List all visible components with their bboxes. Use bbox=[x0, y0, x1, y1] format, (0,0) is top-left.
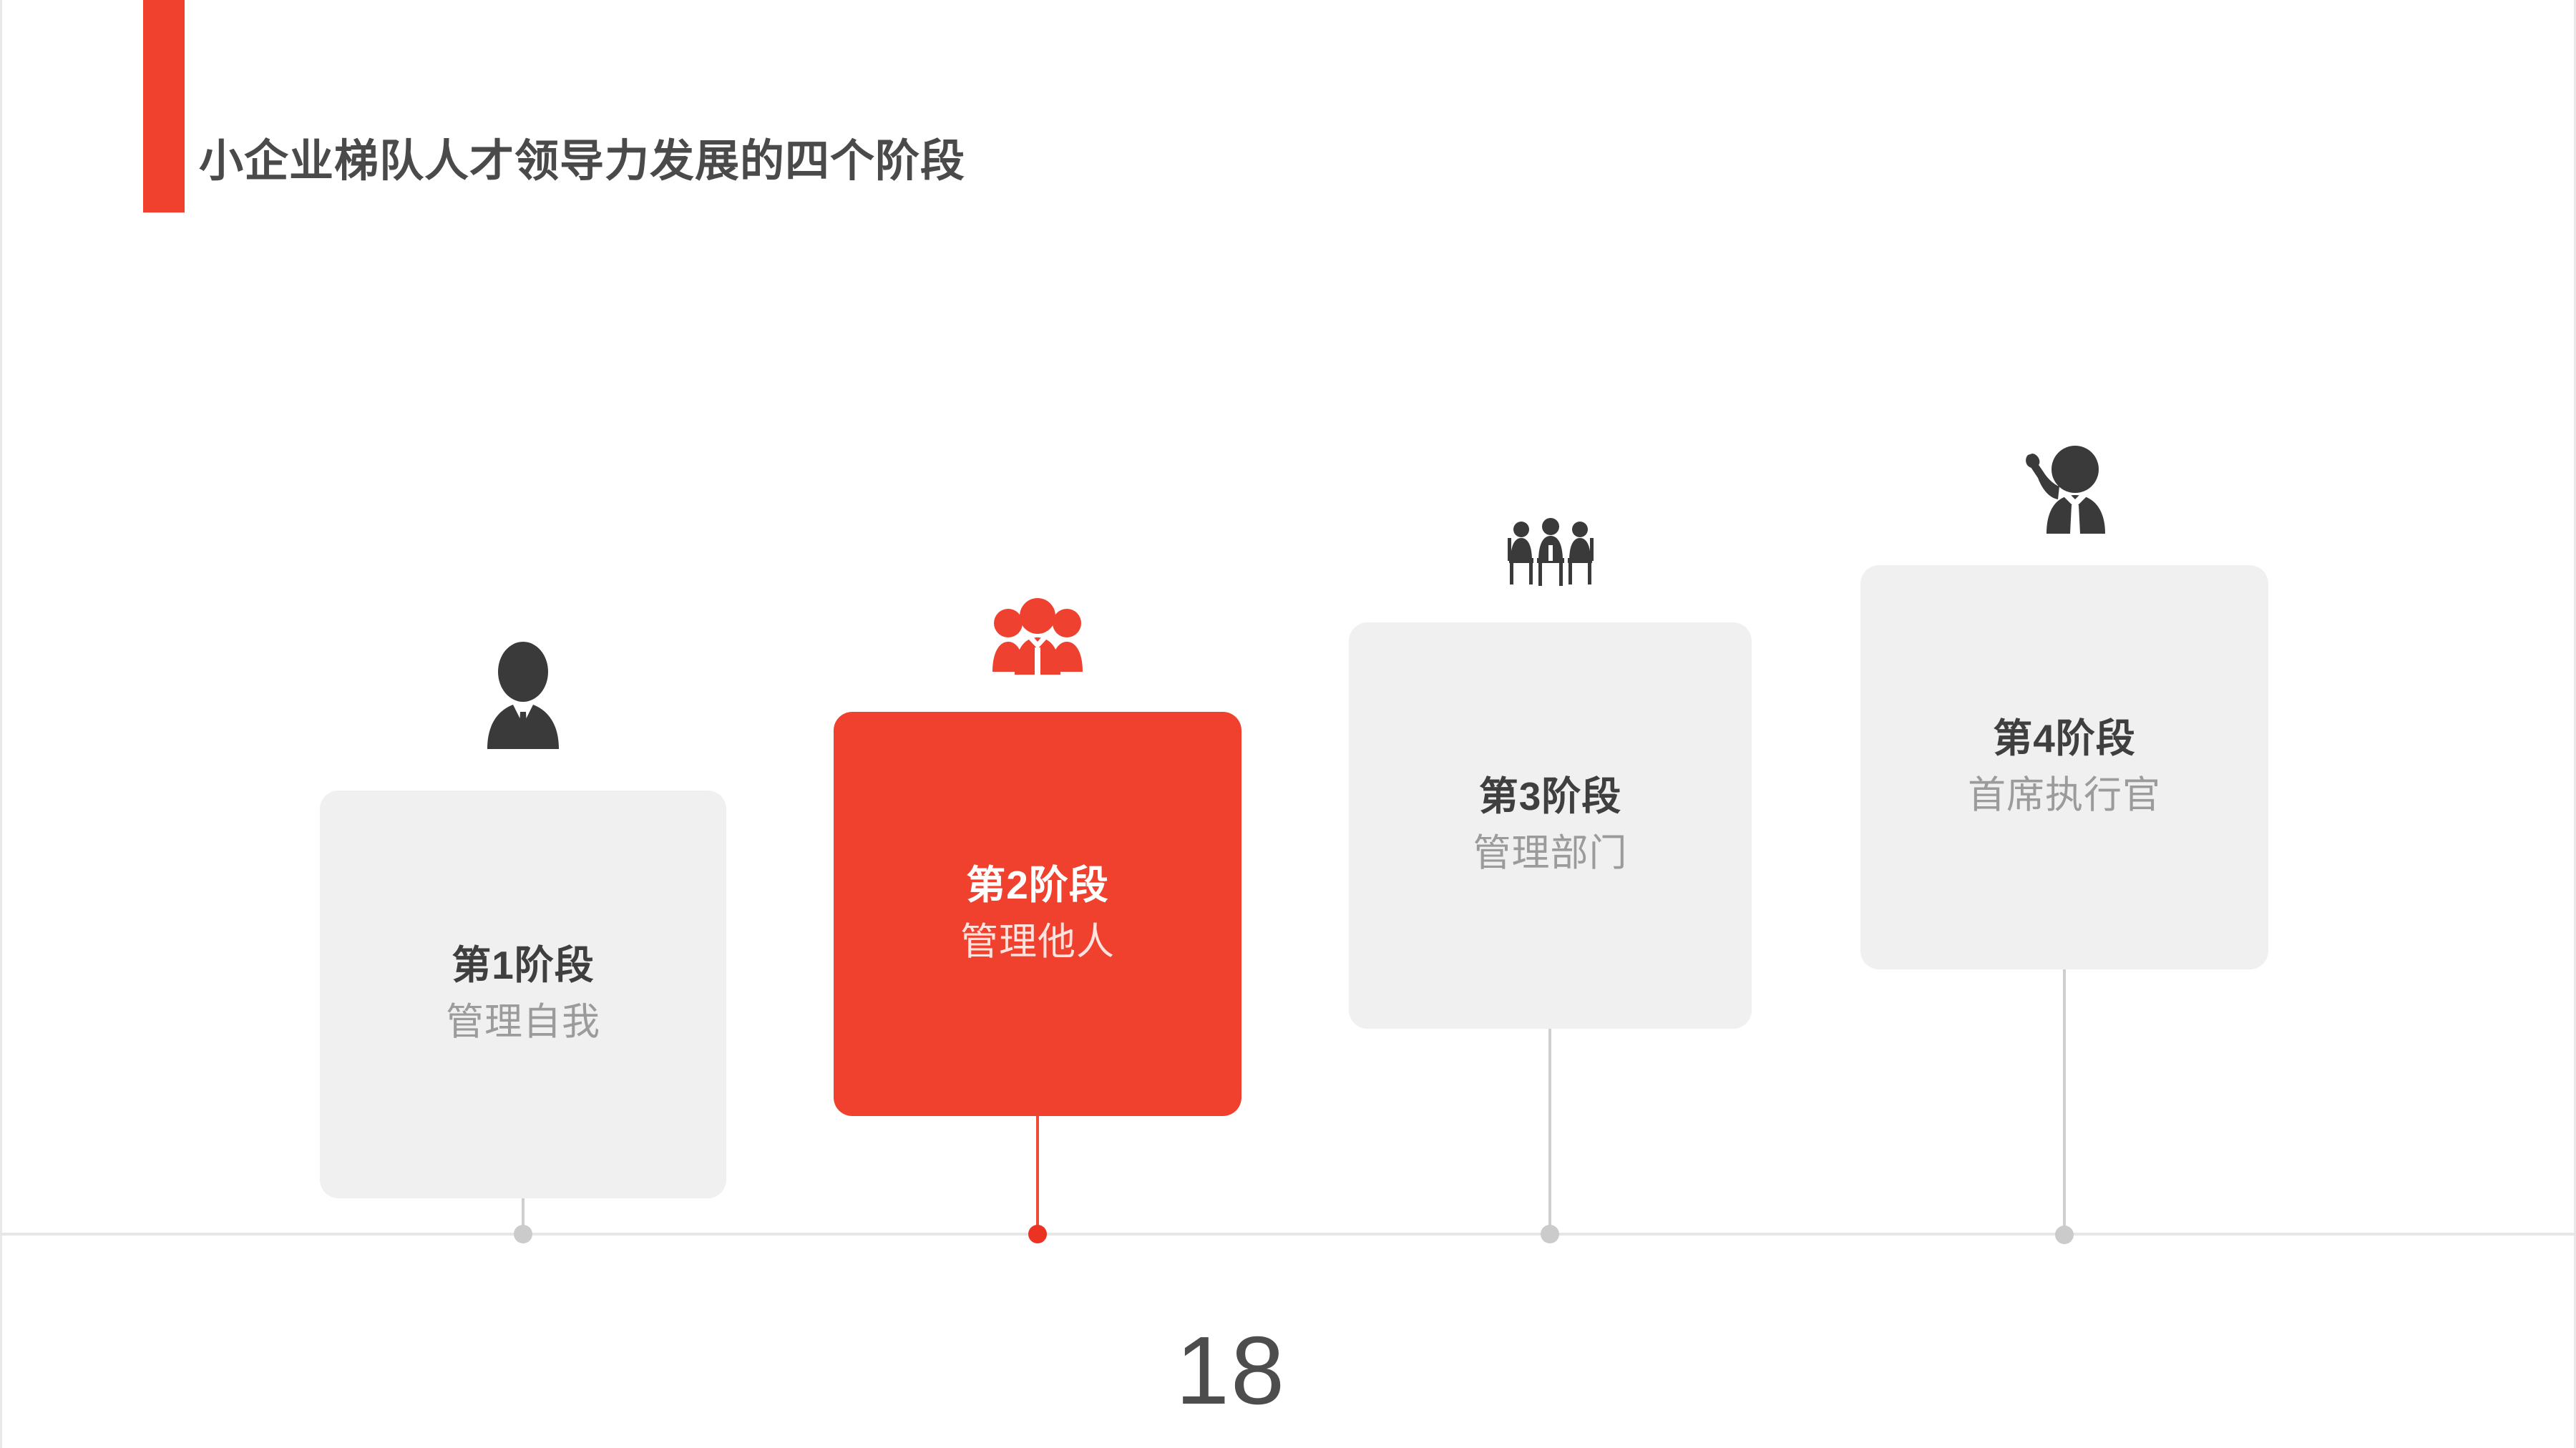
stage-card[interactable]: 第1阶段 管理自我 bbox=[320, 791, 726, 1198]
executive-speaker-icon bbox=[2018, 442, 2111, 534]
stage-subtitle: 管理自我 bbox=[446, 1001, 600, 1043]
stage-card[interactable]: 第3阶段 管理部门 bbox=[1349, 622, 1752, 1029]
stage-connector-stem bbox=[2063, 969, 2066, 1236]
stage-connector-dot bbox=[2055, 1226, 2074, 1244]
stage-subtitle: 首席执行官 bbox=[1968, 773, 2161, 816]
stage-connector-stem bbox=[1036, 1116, 1039, 1233]
page-left-border bbox=[0, 0, 2, 1448]
title-accent-bar bbox=[143, 0, 185, 212]
stage-title: 第2阶段 bbox=[966, 862, 1109, 907]
stage-2[interactable]: 第2阶段 管理他人 bbox=[834, 598, 1241, 1243]
stage-3[interactable]: 第3阶段 管理部门 bbox=[1349, 518, 1752, 1243]
stage-title: 第4阶段 bbox=[1993, 715, 2136, 760]
timeline-baseline bbox=[0, 1233, 2576, 1236]
stage-connector-stem bbox=[1548, 1029, 1551, 1235]
stage-subtitle: 管理部门 bbox=[1473, 832, 1628, 874]
stage-subtitle: 管理他人 bbox=[960, 920, 1115, 963]
stage-title: 第3阶段 bbox=[1478, 774, 1622, 819]
page-title: 小企业梯队人才领导力发展的四个阶段 bbox=[199, 137, 966, 186]
stage-connector-dot bbox=[1541, 1225, 1559, 1243]
stage-card[interactable]: 第2阶段 管理他人 bbox=[834, 712, 1241, 1116]
page-right-border bbox=[2574, 0, 2576, 1448]
page-number-value: 18 bbox=[1175, 1316, 1287, 1424]
stage-connector-dot bbox=[514, 1225, 532, 1243]
stage-connector-dot bbox=[1028, 1225, 1047, 1243]
stage-card[interactable]: 第4阶段 首席执行官 bbox=[1860, 565, 2268, 969]
people-group-icon bbox=[992, 597, 1083, 675]
page-number: 18 bbox=[0, 1315, 2576, 1426]
businessman-icon bbox=[483, 640, 563, 749]
stage-title: 第1阶段 bbox=[452, 943, 595, 988]
stage-1[interactable]: 第1阶段 管理自我 bbox=[320, 642, 726, 1243]
stage-4[interactable]: 第4阶段 首席执行官 bbox=[1860, 446, 2268, 1244]
stage-connector-stem bbox=[522, 1198, 525, 1236]
seated-team-icon bbox=[1503, 517, 1598, 588]
